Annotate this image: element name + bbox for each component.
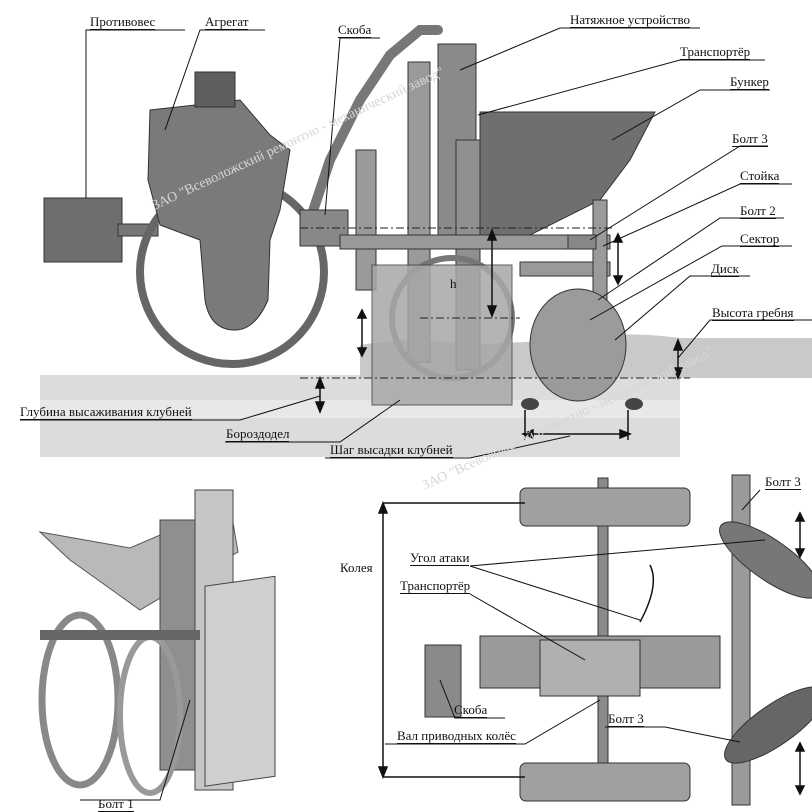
arrowhead — [794, 511, 806, 522]
arrowhead — [356, 347, 368, 358]
leader-attack-angle — [469, 565, 641, 621]
leader-furrower — [225, 399, 401, 443]
tuber — [625, 398, 643, 410]
label-planting-step: Шаг высадки клубней — [330, 442, 453, 458]
arrowhead — [672, 367, 684, 381]
label-bolt3-top: Болт 3 — [732, 131, 768, 147]
arrowhead — [794, 548, 806, 559]
leader-attack-angle-2 — [469, 539, 766, 567]
arrowhead — [486, 227, 498, 241]
label-bracket-top: Скоба — [338, 22, 372, 38]
label-conveyor-top: Транспортёр — [680, 44, 751, 60]
bolt3-side — [567, 234, 597, 250]
photo-wheel-left — [38, 611, 122, 789]
label-bracket-bottom: Скоба — [454, 702, 488, 718]
leader-conveyor-bottom — [469, 593, 586, 661]
label-conveyor-bottom: Транспортёр — [400, 578, 471, 594]
plan-disc-bottom — [724, 686, 812, 764]
plan-view — [377, 474, 812, 806]
arrowhead — [619, 428, 633, 440]
side-view — [20, 25, 812, 459]
tuber — [521, 398, 539, 410]
plan-conveyor — [539, 639, 641, 697]
arrowhead — [794, 785, 806, 796]
hilling-disc — [529, 288, 627, 402]
plan-wheel-bottom — [519, 762, 691, 802]
rear-post — [355, 149, 377, 291]
engine-head — [194, 71, 236, 108]
arrowhead — [486, 305, 498, 319]
handlebar — [305, 25, 443, 225]
leader-bolt1 — [80, 699, 191, 801]
leader-conveyor — [477, 59, 765, 116]
arrowhead — [356, 308, 368, 319]
leader-depth — [20, 395, 321, 421]
arrowhead — [612, 275, 624, 286]
label-hopper: Бункер — [730, 74, 769, 90]
arrowhead — [377, 766, 389, 780]
photo-axle — [40, 630, 200, 640]
cross-beam — [519, 261, 611, 277]
leader-counterweight — [85, 29, 185, 198]
counterweight-block — [43, 197, 123, 263]
attack-angle-arc — [639, 564, 655, 623]
plan-wheel-top — [519, 487, 691, 527]
arrowhead — [314, 375, 326, 389]
leader-bolt3-right — [741, 489, 761, 511]
label-sector: Сектор — [740, 231, 780, 247]
leader-unit — [164, 29, 265, 131]
arrowhead — [520, 428, 534, 440]
furrow-strip — [40, 400, 680, 418]
hopper-body — [479, 111, 656, 241]
leader-step — [325, 435, 571, 459]
leader-bolt3-bottom — [605, 726, 741, 743]
engine-unit — [147, 99, 291, 331]
arrowhead — [377, 500, 389, 514]
label-bolt3-bottom: Болт 3 — [608, 711, 644, 727]
frame-beam — [339, 234, 611, 250]
arrowhead — [672, 337, 684, 351]
label-h: h — [450, 276, 457, 291]
label-bolt3-right: Болт 3 — [765, 474, 801, 490]
label-bolt2: Болт 2 — [740, 203, 776, 219]
leader-tensioner — [459, 27, 700, 71]
label-ridge-height: Высота гребня — [712, 305, 794, 321]
label-track: Колея — [340, 560, 373, 575]
leader-bracket-bottom — [439, 679, 505, 719]
leader-post — [602, 183, 792, 247]
label-attack-angle: Угол атаки — [410, 550, 470, 566]
perspective-view — [38, 489, 276, 801]
leader-bracket — [324, 37, 380, 216]
photo-plate — [204, 575, 276, 787]
leader-hopper — [611, 89, 770, 141]
label-disc: Диск — [711, 261, 739, 277]
plan-bracket — [424, 644, 462, 718]
furrower-shoe — [371, 264, 513, 406]
leader-drive-shaft — [385, 699, 601, 745]
label-drive-shaft: Вал приводных колёс — [397, 728, 516, 744]
arrowhead — [314, 401, 326, 415]
label-unit: Агрегат — [205, 14, 249, 30]
plan-disc-top — [719, 521, 812, 599]
label-tensioner: Натяжное устройство — [570, 12, 690, 28]
arrowhead — [794, 741, 806, 752]
label-counterweight: Противовес — [90, 14, 156, 30]
label-furrower: Бороздодел — [226, 426, 290, 442]
label-planting-depth: Глубина высаживания клубней — [20, 404, 192, 420]
label-post: Стойка — [740, 168, 780, 184]
